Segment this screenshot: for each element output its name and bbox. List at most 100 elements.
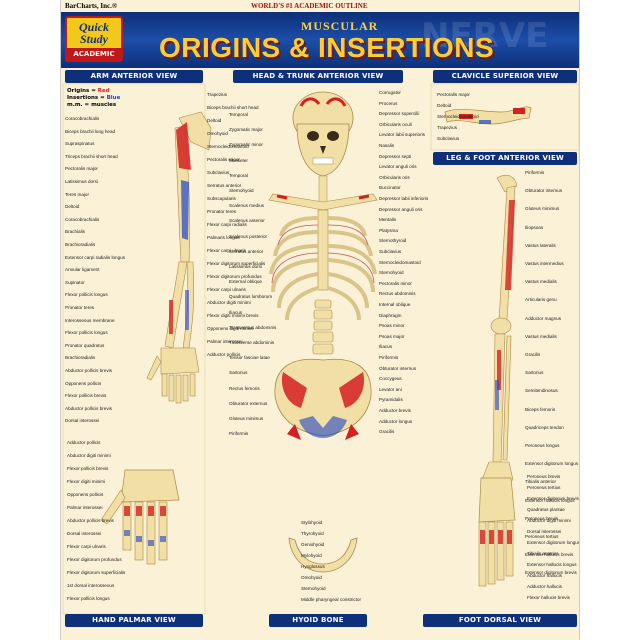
label-hyoid: Omohyoid (301, 575, 322, 580)
leg-illustration (480, 174, 518, 483)
label-head-right: Depressor supercilii (379, 111, 420, 117)
logo-study: Study (79, 32, 108, 46)
label-clavicle: Sternocleidomastoid (437, 114, 479, 119)
label-arm-left: Triceps brachii short head (65, 153, 118, 159)
label-head-left: Transversus abdominis (229, 324, 277, 330)
subtitle: MUSCULAR (301, 19, 379, 33)
section-foot-dorsal: FOOT DORSAL VIEW (423, 614, 577, 627)
label-leg: Tibialis anterior (525, 479, 556, 485)
legend-origins-color: Red (97, 88, 110, 94)
label-arm-left: Brachialis (65, 229, 85, 235)
label-head-right: Levator anguli oris (379, 164, 417, 170)
label-hand: Flexor pollicis longus (67, 596, 110, 601)
label-foot: Extensor hallucis longus (527, 562, 577, 567)
label-arm-right: Palmaris longus (207, 235, 240, 240)
label-arm-right: Serratus anterior (207, 183, 242, 188)
page-title: ORIGINS & INSERTIONS (159, 32, 495, 63)
label-head-right: Psoas minor (379, 323, 405, 329)
label-arm-left: Dorsal interossei (65, 418, 100, 424)
top-line: BarCharts, Inc.® WORLD'S #1 ACADEMIC OUT… (61, 0, 579, 14)
label-head-right: Obturator internus (379, 365, 417, 371)
label-head-right: Orbicularis oris (379, 174, 410, 180)
legend-insertions-color: Blue (106, 95, 121, 101)
label-hand: Abductor digiti minimi (67, 453, 111, 458)
label-head-left: Scalenus posterior (229, 233, 268, 239)
section-hyoid: HYOID BONE (269, 614, 367, 627)
label-leg: Peroneus brevis (525, 515, 559, 521)
label-head-left: Transverse abdominis (229, 340, 275, 345)
label-leg: Extensor digitorum longus (525, 461, 579, 467)
label-head-right: Mentalis (379, 217, 397, 223)
logo-quick: Quick (79, 20, 109, 34)
label-clavicle: Deltoid (437, 103, 452, 108)
label-head-right: Corrugator (379, 90, 401, 95)
label-head-left: Temporal (229, 172, 248, 178)
watermark-text: NERVE (421, 16, 549, 56)
clavicle-illustration (444, 106, 532, 125)
label-arm-right: Pronator teres (207, 209, 237, 214)
label-head-left: Serratus anterior (229, 248, 264, 254)
label-arm-left: Flexor pollicis longus (65, 330, 108, 336)
hyoid-illustration (288, 537, 358, 573)
label-head-right: Diaphragm (379, 312, 402, 318)
label-head-left: Rectus femoris (229, 385, 260, 391)
label-head-right: Sternocleidomastoid (379, 259, 421, 265)
label-arm-right: Trapezius (207, 92, 227, 97)
label-clavicle: Subclavius (437, 136, 460, 141)
label-head-right: Gracilis (379, 429, 395, 435)
skeleton-illustration (268, 91, 378, 440)
label-head-left: Zygomatic minor (229, 142, 263, 148)
label-leg: Vastus medialis (525, 279, 557, 285)
label-head-left: Scalenus medius (229, 203, 264, 209)
label-hyoid: Sternohyoid (301, 586, 326, 591)
label-arm-left: Annular ligament (65, 267, 100, 273)
label-arm-left: Interosseous membrane (65, 317, 115, 323)
label-leg: Vastus lateralis (525, 242, 556, 248)
label-head-right: Procerus (379, 100, 398, 106)
label-leg: Extensor hallucis brevis (525, 552, 574, 558)
label-head-right: Coccygeus (379, 376, 402, 382)
label-arm-right: Biceps brachii short head (207, 105, 259, 110)
label-head-left: Piriformis (229, 431, 249, 437)
label-arm-left: Supraspinatus (65, 141, 95, 147)
label-leg: Semitendinosus (525, 388, 558, 394)
label-arm-right: Sternocleidomastoid (207, 144, 249, 149)
label-hand: Flexor digitorum profundus (67, 557, 122, 562)
label-arm-right: Flexor digiti minimi brevis (207, 313, 259, 318)
label-head-right: Depressor labii inferioris (379, 196, 429, 201)
label-leg: Extensor hallucis longus (525, 497, 575, 503)
color-legend: Origins = Red Insertions = Blue m.m. = m… (67, 88, 120, 109)
label-arm-left: Latissimus dorsi (65, 179, 98, 184)
label-head-left: Scalenus anterior (229, 218, 265, 224)
label-arm-left: Pectoralis major (65, 166, 98, 172)
label-arm-right: Flexor digitorum profundus (207, 274, 262, 279)
label-head-right: Nasalis (379, 143, 395, 148)
label-hand: Flexor carpi ulnaris (67, 544, 106, 549)
label-leg: Iliopsoas (525, 224, 544, 230)
label-head-right: Rectus abdominis (379, 291, 416, 297)
label-head-right: Orbicularis oculi (379, 121, 412, 127)
label-arm-right: Subscapularis (207, 196, 236, 201)
label-hyoid: Geniohyoid (301, 542, 325, 547)
label-arm-right: Flexor carpi radialis (207, 222, 247, 227)
label-leg: Peroneus longus (525, 443, 560, 448)
label-head-right: Iliacus (379, 344, 393, 350)
label-head-left: Sartorius (229, 370, 248, 376)
legend-insertions: Insertions = (67, 95, 107, 101)
label-clavicle: Trapezius (437, 125, 457, 130)
label-arm-right: Opponens digiti minimi (207, 326, 254, 331)
label-foot: Dorsal interossei (527, 529, 562, 534)
label-hand: Adductor pollicis (67, 440, 101, 445)
section-clavicle: CLAVICLE SUPERIOR VIEW (433, 70, 577, 83)
label-foot: Peroneus tertius (527, 485, 561, 490)
label-hyoid: Thyrohyoid (301, 531, 324, 536)
label-head-left: Zygomatic major (229, 127, 263, 133)
label-arm-right: Flexor carpi ulnaris (207, 287, 246, 292)
label-head-right: Psoas major (379, 333, 405, 339)
label-leg: Gluteus minimus (525, 206, 560, 212)
label-leg: Quadriceps tendon (525, 424, 564, 430)
label-head-right: Subclavius (379, 249, 402, 254)
label-head-right: Levator labii superioris (379, 132, 425, 138)
label-arm-right: Subclavius (207, 170, 230, 175)
label-head-right: Levator ani (379, 386, 402, 392)
